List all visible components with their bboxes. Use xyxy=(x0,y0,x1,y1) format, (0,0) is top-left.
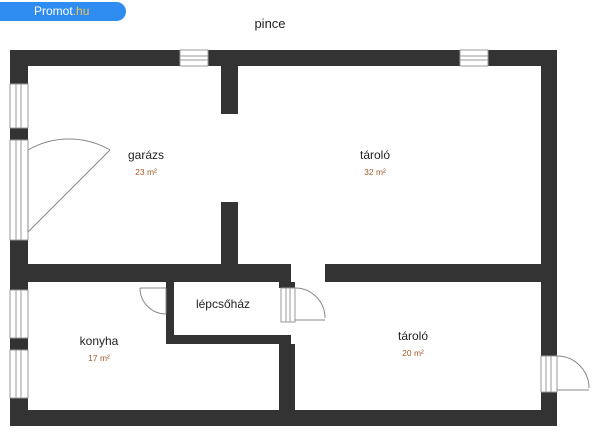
room-garazs-label: garázs xyxy=(128,148,164,162)
windows xyxy=(9,49,489,399)
brand-name: Promot xyxy=(34,4,73,18)
stair-door-swing xyxy=(139,287,167,315)
room-tarolo-1-label: tároló xyxy=(360,148,390,162)
room-garazs-area: 23 m² xyxy=(135,167,157,177)
right-door-frame xyxy=(540,355,558,393)
garage-door-swing xyxy=(27,138,111,151)
room-konyha-label: konyha xyxy=(80,334,119,348)
walls xyxy=(10,50,557,426)
garage-door-frame xyxy=(9,139,29,241)
stair-right-door-frame xyxy=(280,287,296,323)
wall-kitchen-right xyxy=(279,344,295,410)
room-tarolo-2-label: tároló xyxy=(398,329,428,343)
room-lepcsohaz-label: lépcsőház xyxy=(196,297,250,311)
doors xyxy=(9,138,590,393)
right-door-swing xyxy=(556,355,590,389)
brand-suffix: .hu xyxy=(72,4,90,18)
window-left-4 xyxy=(9,349,29,399)
wall-garage-stub xyxy=(221,66,238,114)
brand-badge[interactable]: Promot.hu xyxy=(0,2,126,21)
wall-middle-right xyxy=(325,264,541,282)
room-konyha-area: 17 m² xyxy=(88,353,110,363)
window-top-1 xyxy=(179,49,209,67)
wall-stair-right-top xyxy=(279,282,295,288)
wall-bottom xyxy=(10,410,557,426)
wall-stair-bottom xyxy=(166,335,291,344)
stair-right-door-swing xyxy=(294,287,326,319)
room-tarolo-1-area: 32 m² xyxy=(364,167,386,177)
wall-garage-lower xyxy=(221,202,238,264)
wall-stair-left xyxy=(166,282,174,344)
wall-right xyxy=(541,50,557,426)
garage-door-leaf xyxy=(27,149,111,233)
window-left-1 xyxy=(9,83,29,129)
wall-top xyxy=(10,50,557,66)
room-tarolo-2-area: 20 m² xyxy=(402,348,424,358)
window-top-2 xyxy=(459,49,489,67)
wall-middle-left xyxy=(28,264,291,282)
window-left-3 xyxy=(9,289,29,339)
floor-title: pince xyxy=(254,16,286,31)
